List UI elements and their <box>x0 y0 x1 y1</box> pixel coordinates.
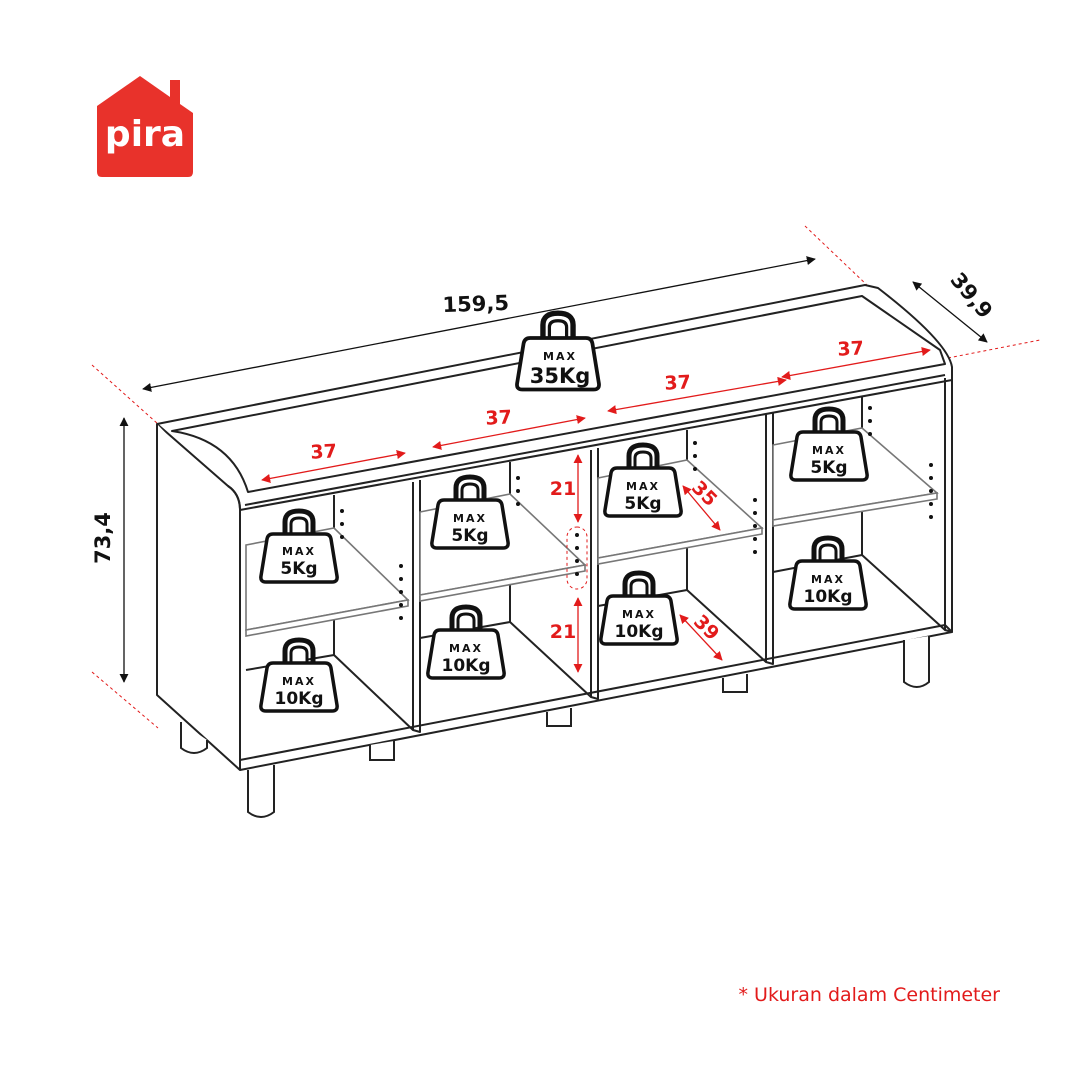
width-dimension-label: 159,5 <box>442 291 509 317</box>
bottom-4-load: 10Kg <box>804 587 853 607</box>
weight-shelf-2-icon: MAX 5Kg <box>432 477 508 548</box>
weight-top-icon: MAX 35Kg <box>517 313 599 389</box>
weight-bottom-2-icon: MAX 10Kg <box>428 607 504 678</box>
shelf-2-load: 5Kg <box>451 526 488 546</box>
weight-bottom-1-icon: MAX 10Kg <box>261 640 337 711</box>
weight-shelf-4-icon: MAX 5Kg <box>791 409 867 480</box>
upper-compartment-height: 21 <box>550 478 576 500</box>
svg-text:MAX: MAX <box>622 608 656 621</box>
bottom-1-load: 10Kg <box>275 689 324 709</box>
weight-shelf-3-icon: MAX 5Kg <box>605 445 681 516</box>
bottom-2-load: 10Kg <box>442 656 491 676</box>
overall-dimension-arrows <box>119 256 988 683</box>
svg-text:MAX: MAX <box>449 642 483 655</box>
top-load: 35Kg <box>530 364 591 388</box>
pira-logo: pira <box>97 76 193 177</box>
unit-note: * Ukuran dalam Centimeter <box>738 984 1001 1006</box>
svg-text:MAX: MAX <box>453 512 487 525</box>
svg-text:MAX: MAX <box>811 573 845 586</box>
compartment-2-width: 37 <box>485 406 513 429</box>
compartment-1-width: 37 <box>310 440 338 463</box>
shelf-pin-holes <box>340 406 933 620</box>
compartment-dimension-arrows <box>261 346 931 673</box>
bottom-3-load: 10Kg <box>615 622 664 642</box>
compartment-3-width: 37 <box>664 371 692 394</box>
shelf-1-load: 5Kg <box>280 559 317 579</box>
svg-text:MAX: MAX <box>282 675 316 688</box>
height-dimension-label: 73,4 <box>91 512 115 564</box>
lower-compartment-height: 21 <box>550 621 576 643</box>
svg-text:MAX: MAX <box>543 350 577 363</box>
weight-shelf-1-icon: MAX 5Kg <box>261 511 337 582</box>
legs <box>180 636 930 818</box>
compartment-4-width: 37 <box>837 337 865 360</box>
svg-text:MAX: MAX <box>282 545 316 558</box>
svg-text:MAX: MAX <box>626 480 660 493</box>
shelf-4-load: 5Kg <box>810 458 847 478</box>
brand-name: pira <box>105 114 185 155</box>
svg-text:MAX: MAX <box>812 444 846 457</box>
pin-highlight <box>566 526 588 590</box>
shelf-3-load: 5Kg <box>624 494 661 514</box>
inner-depth-label: 39 <box>689 611 723 645</box>
weight-bottom-3-icon: MAX 10Kg <box>601 573 677 644</box>
weight-bottom-4-icon: MAX 10Kg <box>790 538 866 609</box>
